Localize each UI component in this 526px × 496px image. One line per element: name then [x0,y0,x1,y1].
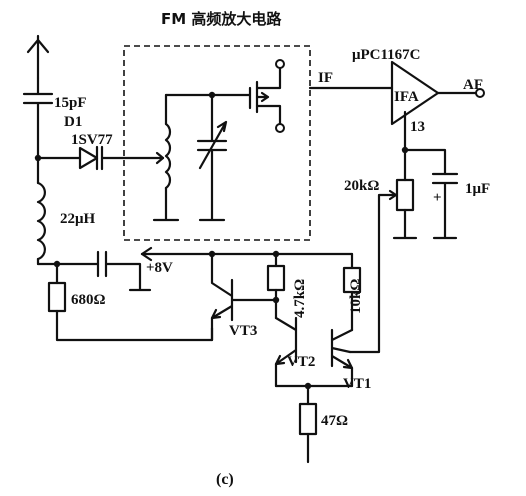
af-output-label: AF [463,77,483,93]
ic-amplifier [390,60,485,126]
vt2-label: VT2 [287,354,315,370]
af-output-terminal [475,88,485,98]
capacitor-polarity-label: + [433,190,442,206]
resistor-4-7k-label: 4.7kΩ [292,279,308,318]
variable-capacitor [196,91,228,222]
inductor-22uh [36,156,46,266]
inductor-22uh-label: 22μH [60,211,96,227]
potentiometer-20k [348,148,418,354]
resistor-680ohm-label: 680Ω [71,292,106,308]
vt1-label: VT1 [343,376,371,392]
antenna-icon [26,34,50,80]
circuit-title: FM 高频放大电路 [161,10,282,28]
figure-caption: (c) [216,471,234,488]
tank-inductor [152,93,214,222]
diode-part-label: 1SV77 [71,132,113,148]
capacitor-15pf [22,76,54,160]
supply-rail [140,246,354,262]
capacitor-15pf-label: 15pF [54,95,87,111]
capacitor-1uf [431,172,459,240]
resistor-10k-label: 10kΩ [348,279,364,314]
resistor-4-7k [266,252,286,320]
diode-name-label: D1 [64,114,82,130]
ic-pin-label: 13 [410,119,425,135]
ic-part-label: μPC1167C [352,47,421,63]
ic-name-label: IFA [394,89,419,105]
resistor-10k [342,252,362,332]
if-input-label: IF [318,70,333,86]
supply-voltage-label: +8V [146,260,173,276]
potentiometer-20k-label: 20kΩ [344,178,379,194]
resistor-47ohm [274,382,354,464]
bypass-capacitor [96,250,152,292]
vt3-label: VT3 [229,323,257,339]
dual-gate-fet [210,59,285,133]
fm-amplifier-box [123,45,311,241]
transistor-vt1 [330,328,354,388]
resistor-47ohm-label: 47Ω [321,413,348,429]
wire [403,110,447,176]
transistor-vt2 [274,316,298,388]
transistor-vt3 [210,252,278,342]
varactor-diode-d1 [78,145,165,171]
capacitor-1uf-label: 1μF [465,181,490,197]
